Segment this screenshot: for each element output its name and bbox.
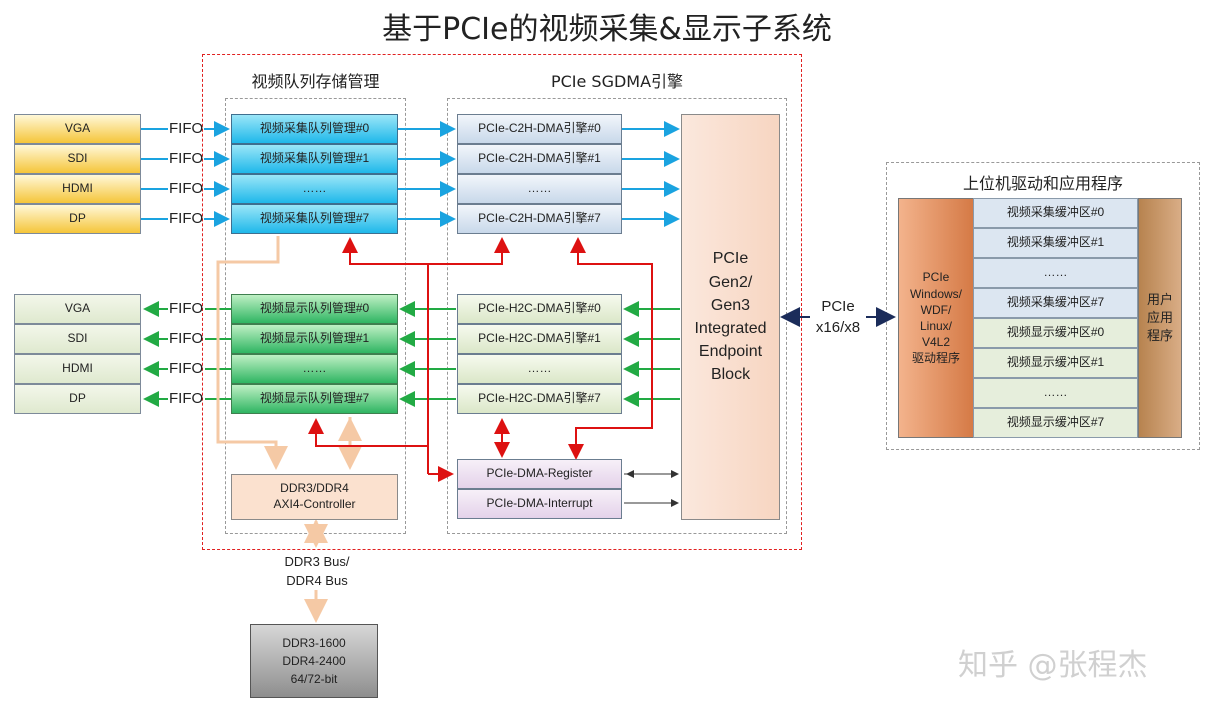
- pcie-block-line: Integrated: [694, 320, 767, 337]
- capture-port-hdmi: HDMI: [14, 174, 141, 204]
- capture-port-vga: VGA: [14, 114, 141, 144]
- capture-queue-ellipsis: ……: [231, 174, 398, 204]
- dma-group-label: PCIe SGDMA引擎: [550, 72, 684, 91]
- display-buffer-7: 视频显示缓冲区#7: [973, 408, 1138, 438]
- c2h-engine-0: PCIe-C2H-DMA引擎#0: [457, 114, 622, 144]
- subsystem-frame: [202, 54, 802, 550]
- pcie-block-line: Block: [710, 366, 751, 384]
- dma-interrupt: PCIe-DMA-Interrupt: [457, 489, 622, 519]
- ddr-arrows: [216, 236, 362, 623]
- pcie-block-line: Gen2/: [708, 273, 753, 291]
- display-port-hdmi: HDMI: [14, 354, 141, 384]
- driver-block: PCIe Windows/ WDF/ Linux/ V4L2 驱动程序: [898, 198, 974, 438]
- capture-queue-1: 视频采集队列管理#1: [231, 144, 398, 174]
- h2c-engine-ellipsis: ……: [457, 354, 622, 384]
- ddr-memory-line3: 64/72-bit: [290, 672, 338, 686]
- ddr-memory-line1: DDR3-1600: [282, 636, 346, 650]
- user-application: 用户 应用 程序: [1138, 198, 1182, 438]
- display-queue-0: 视频显示队列管理#0: [231, 294, 398, 324]
- pcie-endpoint-block: PCIe Gen2/ Gen3 Integrated Endpoint Bloc…: [681, 114, 780, 520]
- display-port-sdi: SDI: [14, 324, 141, 354]
- driver-line: WDF/: [920, 302, 952, 317]
- capture-arrows: [141, 121, 680, 227]
- pcie-block-line: PCIe: [712, 250, 749, 268]
- display-queue-7: 视频显示队列管理#7: [231, 384, 398, 414]
- pcie-link-line2: x16/x8: [815, 319, 861, 336]
- host-group-label: 上位机驱动和应用程序: [962, 174, 1123, 193]
- display-port-dp: DP: [14, 384, 141, 414]
- host-group-frame: [886, 162, 1200, 450]
- fifo-label: FIFO: [169, 390, 204, 407]
- capture-buffer-ellipsis: ……: [973, 258, 1138, 288]
- c2h-engine-7: PCIe-C2H-DMA引擎#7: [457, 204, 622, 234]
- user-app-line: 程序: [1146, 328, 1173, 344]
- dma-register: PCIe-DMA-Register: [457, 459, 622, 489]
- driver-line: Linux/: [919, 319, 953, 333]
- display-queue-1: 视频显示队列管理#1: [231, 324, 398, 354]
- register-links: [624, 470, 679, 507]
- capture-port-dp: DP: [14, 204, 141, 234]
- driver-line: 驱动程序: [911, 351, 960, 366]
- c2h-engine-ellipsis: ……: [457, 174, 622, 204]
- display-port-vga: VGA: [14, 294, 141, 324]
- h2c-engine-1: PCIe-H2C-DMA引擎#1: [457, 324, 622, 354]
- c2h-engine-1: PCIe-C2H-DMA引擎#1: [457, 144, 622, 174]
- fifo-label: FIFO: [169, 360, 204, 377]
- user-app-line: 用户: [1146, 291, 1173, 307]
- capture-queue-7: 视频采集队列管理#7: [231, 204, 398, 234]
- capture-queue-0: 视频采集队列管理#0: [231, 114, 398, 144]
- user-app-line: 应用: [1146, 309, 1173, 325]
- display-buffer-0: 视频显示缓冲区#0: [973, 318, 1138, 348]
- capture-buffer-7: 视频采集缓冲区#7: [973, 288, 1138, 318]
- driver-line: PCIe: [922, 270, 950, 285]
- pcie-block-line: Endpoint: [698, 343, 763, 361]
- pcie-link-label: PCIe x16/x8: [806, 296, 870, 338]
- capture-port-sdi: SDI: [14, 144, 141, 174]
- control-arrows: [308, 237, 653, 482]
- queue-group-label: 视频队列存储管理: [251, 72, 380, 91]
- ddr-controller-line2: AXI4-Controller: [273, 497, 356, 511]
- ddr-bus-label: DDR3 Bus/ DDR4 Bus: [272, 553, 362, 591]
- ddr-memory-line2: DDR4-2400: [282, 654, 346, 668]
- h2c-engine-7: PCIe-H2C-DMA引擎#7: [457, 384, 622, 414]
- fifo-label: FIFO: [169, 300, 204, 317]
- fifo-label: FIFO: [169, 150, 204, 167]
- diagram-title: 基于PCIe的视频采集&显示子系统: [382, 12, 832, 47]
- pcie-link-line1: PCIe: [821, 298, 855, 315]
- display-buffer-1: 视频显示缓冲区#1: [973, 348, 1138, 378]
- display-buffer-ellipsis: ……: [973, 378, 1138, 408]
- ddr-controller: DDR3/DDR4 AXI4-Controller: [231, 474, 398, 520]
- fifo-label: FIFO: [169, 330, 204, 347]
- fifo-label: FIFO: [169, 210, 204, 227]
- h2c-engine-0: PCIe-H2C-DMA引擎#0: [457, 294, 622, 324]
- fifo-label: FIFO: [169, 120, 204, 137]
- pcie-block-line: Gen3: [710, 296, 751, 314]
- capture-buffer-1: 视频采集缓冲区#1: [973, 228, 1138, 258]
- ddr-bus-line1: DDR3 Bus/: [284, 554, 350, 569]
- fifo-label: FIFO: [169, 180, 204, 197]
- capture-buffer-0: 视频采集缓冲区#0: [973, 198, 1138, 228]
- ddr-controller-line1: DDR3/DDR4: [280, 481, 349, 496]
- driver-line: V4L2: [921, 335, 951, 350]
- ddr-memory: DDR3-1600 DDR4-2400 64/72-bit: [250, 624, 378, 698]
- display-queue-ellipsis: ……: [231, 354, 398, 384]
- ddr-bus-line2: DDR4 Bus: [286, 572, 348, 588]
- watermark: 知乎 @张程杰: [958, 648, 1148, 683]
- driver-line: Windows/: [909, 286, 962, 301]
